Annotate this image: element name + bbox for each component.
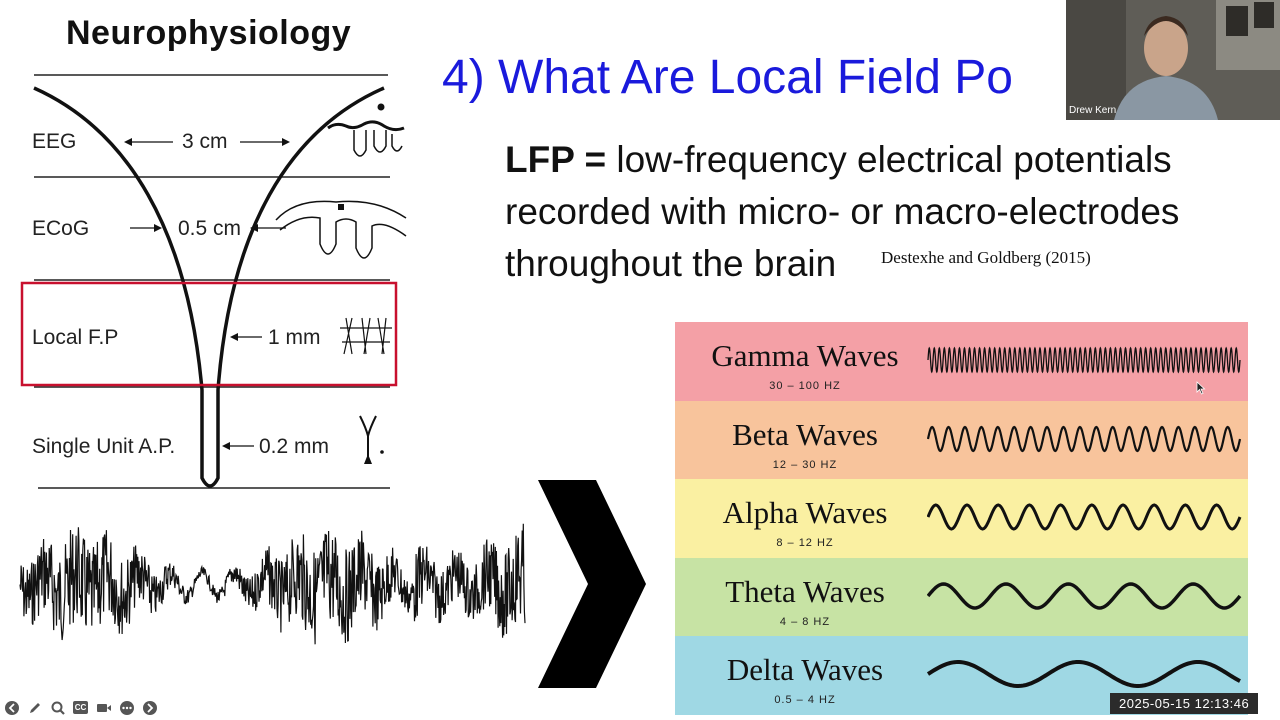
webcam-thumbnail[interactable]: Drew Kern <box>1066 0 1280 120</box>
ecog-scale: 0.5 cm <box>178 217 242 240</box>
more-icon <box>119 700 134 715</box>
wave-shape <box>927 660 1241 689</box>
lfp-definition: LFP = low-frequency electrical potential… <box>505 134 1235 290</box>
mouse-cursor-icon <box>1196 381 1206 395</box>
lfp-highlight-box <box>20 281 398 387</box>
recording-scale-diagram <box>20 74 407 489</box>
wave-shape <box>927 425 1242 452</box>
back-icon <box>4 700 19 715</box>
zoom-button[interactable] <box>48 698 67 717</box>
definition-line: low-frequency electrical potentials <box>606 139 1172 180</box>
lfp-scale: 1 mm <box>268 326 321 349</box>
wave-name: Gamma Waves <box>711 338 899 373</box>
chevron-right-icon <box>538 480 646 688</box>
pen-tool-button[interactable] <box>25 698 44 717</box>
lfp-label: Local F.P <box>32 326 119 349</box>
eeg-electrode-drawing <box>327 120 405 132</box>
wave-name: Alpha Waves <box>722 495 888 531</box>
captions-button[interactable]: CC <box>71 698 90 717</box>
video-button[interactable] <box>94 698 113 717</box>
timestamp-overlay: 2025-05-15 12:13:46 <box>1110 693 1259 714</box>
zoom-icon <box>51 701 65 715</box>
wave-range: 30 – 100 HZ <box>769 380 841 392</box>
wave-range: 8 – 12 HZ <box>776 537 834 550</box>
more-options-button[interactable] <box>117 698 136 717</box>
slide-title: 4) What Are Local Field Po <box>442 51 1013 104</box>
wave-range: 12 – 30 HZ <box>772 458 838 471</box>
captions-icon: CC <box>72 701 89 714</box>
pen-icon <box>29 702 40 713</box>
definition-line: throughout the brain <box>505 243 837 284</box>
wave-range: 0.5 – 4 HZ <box>774 694 836 707</box>
eeg-label: EEG <box>32 130 77 153</box>
wave-shape <box>927 503 1242 531</box>
wave-range: 4 – 8 HZ <box>779 615 831 628</box>
slideshow-toolbar: CC <box>2 698 159 717</box>
lfp-term: LFP = <box>505 139 607 180</box>
single-unit-label: Single Unit A.P. <box>32 435 176 458</box>
ecog-cortex-drawing <box>275 200 407 221</box>
participant-video <box>1066 0 1280 120</box>
wave-name: Delta Waves <box>726 652 884 688</box>
next-slide-button[interactable] <box>140 698 159 717</box>
wave-name: Beta Waves <box>732 416 878 452</box>
definition-line: recorded with micro- or macro-electrodes <box>505 191 1180 232</box>
forward-icon <box>142 700 157 715</box>
citation: Destexhe and Goldberg (2015) <box>881 248 1091 267</box>
neurophysiology-title: Neurophysiology <box>66 14 352 52</box>
lfp-signal-trace <box>19 523 526 645</box>
participant-name: Drew Kern <box>1069 105 1117 116</box>
previous-slide-button[interactable] <box>2 698 21 717</box>
lfp-neurons-drawing <box>340 317 392 355</box>
wave-band-theta: Theta Waves 4 – 8 HZ <box>675 557 1248 637</box>
wave-name: Theta Waves <box>725 573 885 609</box>
funnel-outline <box>33 86 385 488</box>
eeg-scale: 3 cm <box>182 130 228 153</box>
wave-shape <box>927 582 1242 610</box>
wave-band-gamma: Gamma Waves 30 – 100 HZ <box>675 322 1248 401</box>
wave-shape <box>927 346 1241 374</box>
wave-band-alpha: Alpha Waves 8 – 12 HZ <box>675 479 1248 558</box>
wave-band-beta: Beta Waves 12 – 30 HZ <box>675 400 1248 480</box>
single-unit-scale: 0.2 mm <box>259 435 330 458</box>
brain-waves-chart: Gamma Waves 30 – 100 HZ Beta Waves 12 – … <box>675 322 1248 715</box>
video-icon <box>96 703 111 712</box>
ecog-label: ECoG <box>32 217 90 240</box>
